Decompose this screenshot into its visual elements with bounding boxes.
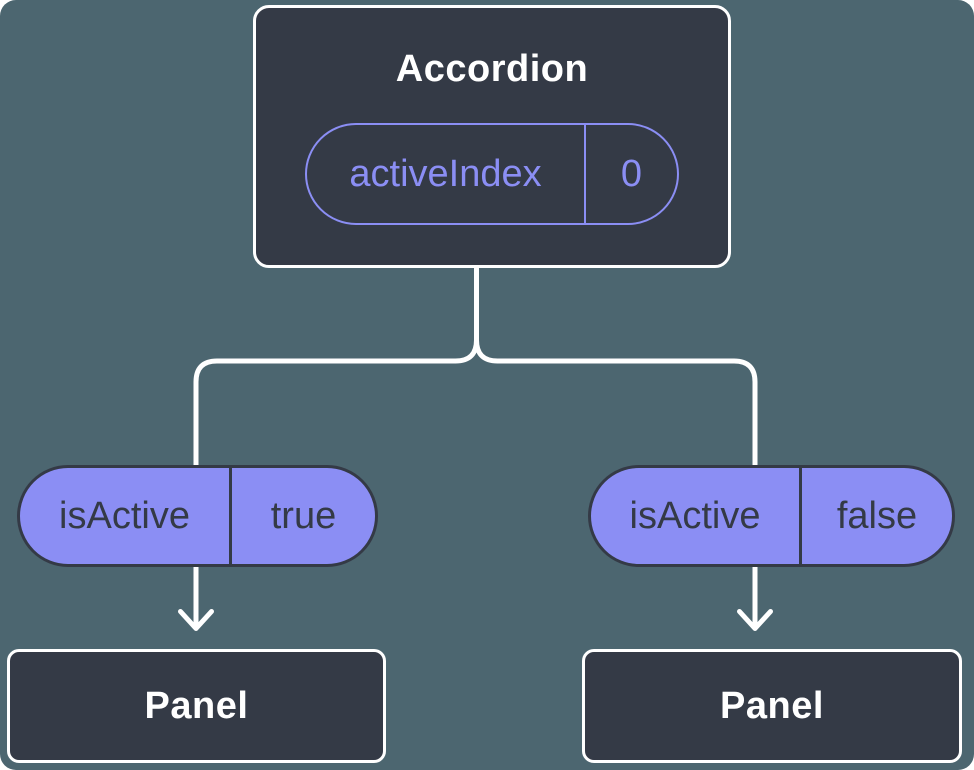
left-arrow-head-icon (178, 609, 214, 631)
prop-value-label: 0 (620, 152, 643, 195)
accordion-node-title: Accordion (395, 48, 589, 90)
prop-name-label: isActive (591, 468, 802, 564)
prop-name-label: activeIndex (307, 125, 586, 223)
prop-value-label: true (270, 494, 337, 537)
panel-node-left: Panel (7, 649, 386, 763)
branch-right-line (474, 266, 758, 469)
prop-value-label: false (836, 494, 918, 537)
panel-node-title: Panel (144, 684, 249, 727)
isactive-false-prop-pill: isActive false (588, 465, 955, 567)
activeindex-prop-pill: activeIndex 0 (305, 123, 679, 225)
isactive-true-prop-pill: isActive true (17, 465, 378, 567)
panel-node-right: Panel (582, 649, 962, 763)
prop-name-label: isActive (20, 468, 232, 564)
branch-left-line (193, 266, 479, 469)
panel-node-title: Panel (720, 684, 824, 727)
accordion-node: Accordion activeIndex 0 (253, 5, 731, 268)
right-arrow-head-icon (737, 609, 773, 631)
